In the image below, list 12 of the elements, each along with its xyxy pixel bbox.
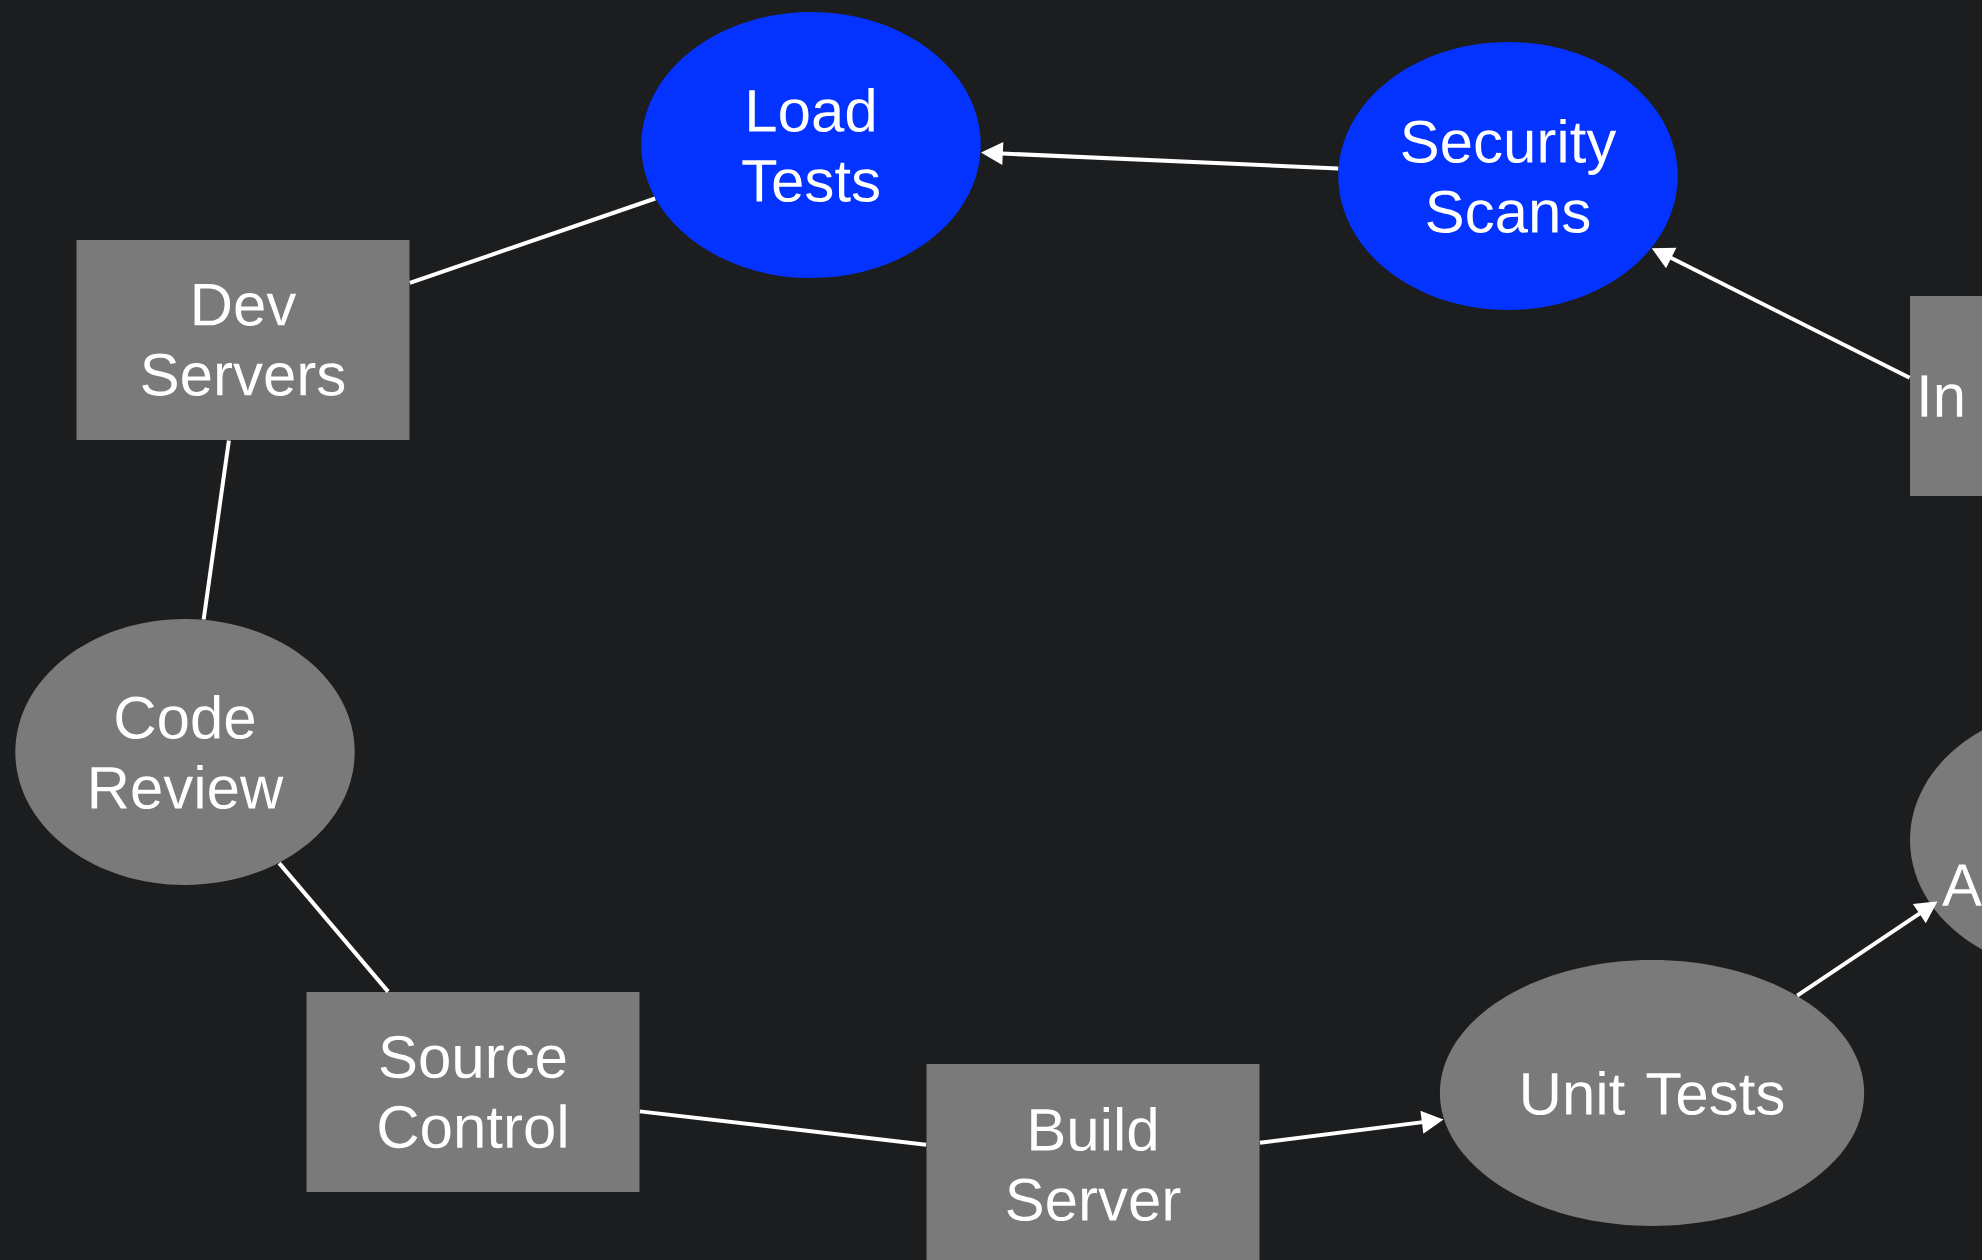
ellipse-node: Security Scans bbox=[1338, 42, 1678, 310]
process-box: Dev Servers bbox=[76, 240, 410, 440]
connector-line bbox=[201, 440, 231, 620]
ellipse-node: Unit Tests bbox=[1439, 960, 1865, 1226]
connector-line bbox=[409, 196, 656, 285]
ellipse-node: Code Review bbox=[15, 619, 355, 885]
ellipse-node: Load Tests bbox=[641, 12, 981, 278]
connector-line bbox=[639, 1109, 927, 1147]
process-box: Build Server bbox=[926, 1064, 1260, 1260]
connector-line bbox=[277, 861, 390, 993]
process-box: In bbox=[1910, 296, 1982, 496]
process-box: Source Control bbox=[306, 992, 640, 1192]
